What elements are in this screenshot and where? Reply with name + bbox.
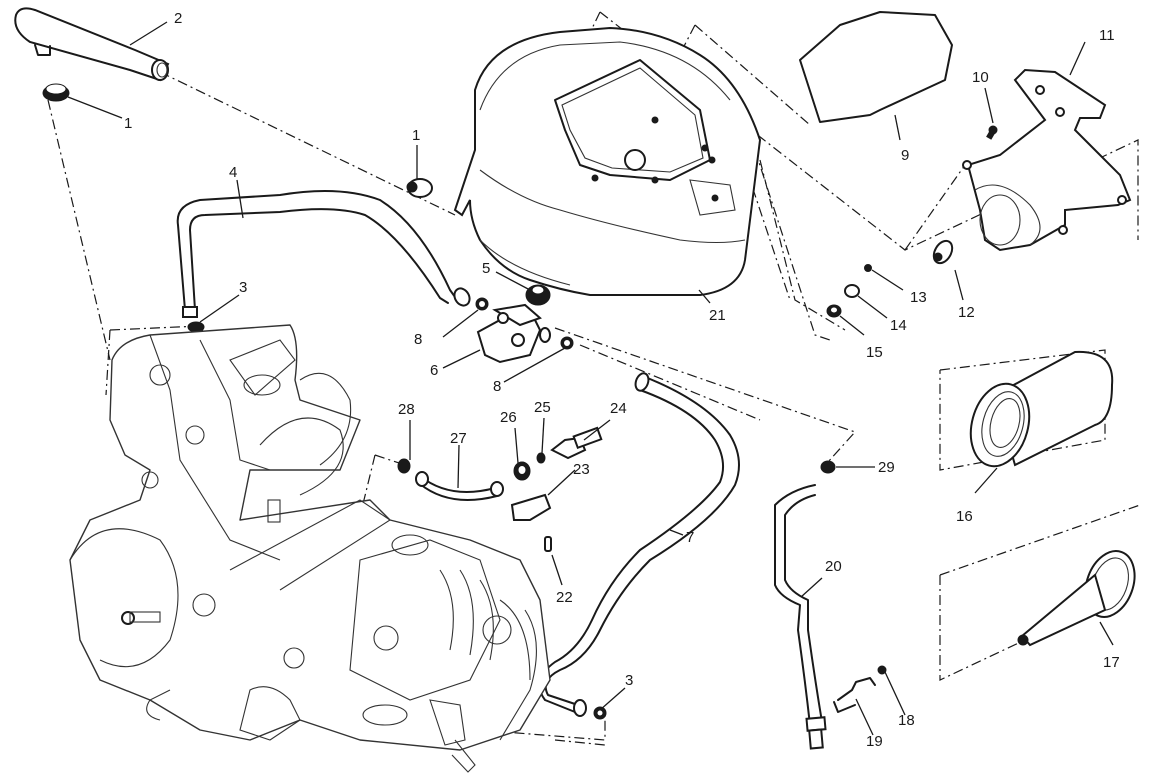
part-1-hose-clamp: [42, 83, 70, 102]
callout-11: 11: [1099, 27, 1115, 44]
callout-23: 23: [573, 461, 590, 478]
callout-3-lower: 3: [625, 672, 633, 689]
part-17-intake-funnel: [1017, 550, 1136, 647]
callout-22: 22: [556, 589, 573, 606]
callout-18: 18: [898, 712, 915, 729]
part-7-hose: [538, 372, 740, 717]
part-2-breather-pipe: [14, 7, 170, 82]
callout-3-upper: 3: [239, 279, 247, 296]
part-4-hose: [176, 190, 471, 318]
part-14-washer: [844, 284, 860, 298]
part-23-bracket: [510, 493, 552, 521]
engine-block: [69, 324, 551, 773]
callout-2: 2: [174, 10, 182, 27]
callout-1-top-left: 1: [124, 115, 132, 132]
callout-1-middle: 1: [412, 127, 420, 144]
callout-labels: 1 1 2 3 3 4 5 6 7 8 8 9 10 11 12 13 14 1…: [124, 10, 1120, 750]
callout-12: 12: [958, 304, 975, 321]
callout-13: 13: [910, 289, 927, 306]
part-13-screw: [864, 264, 872, 272]
leader-lines: [67, 21, 1114, 736]
part-8-clip-left: [475, 297, 489, 311]
callout-24: 24: [610, 400, 627, 417]
part-26-washer: [513, 461, 531, 481]
callout-7: 7: [686, 529, 694, 546]
callout-8-upper: 8: [414, 331, 422, 348]
callout-17: 17: [1103, 654, 1120, 671]
callout-19: 19: [866, 733, 883, 750]
part-3-clip-lower: [593, 706, 607, 720]
part-3-clip-upper: [187, 321, 205, 333]
part-6-valve-body: [476, 303, 551, 364]
part-5-grommet: [525, 284, 551, 306]
callout-28: 28: [398, 401, 415, 418]
callout-5: 5: [482, 260, 490, 277]
part-20-drain-hose: [774, 484, 827, 750]
part-12-ring: [932, 239, 954, 265]
part-22-screw: [544, 536, 552, 552]
part-8-clip-right: [560, 336, 574, 350]
callout-26: 26: [500, 409, 517, 426]
part-11-intake-duct: [962, 68, 1132, 252]
part-25-oring: [536, 452, 546, 464]
callout-14: 14: [890, 317, 907, 334]
part-27-pipe: [415, 471, 504, 501]
part-29-nut: [820, 460, 836, 474]
part-19-bracket: [833, 677, 876, 713]
part-10-screw: [986, 125, 998, 140]
callout-10: 10: [972, 69, 989, 86]
callout-20: 20: [825, 558, 842, 575]
part-16-air-filter: [969, 350, 1114, 468]
callout-29: 29: [878, 459, 895, 476]
part-1-hose-clamp-middle: [406, 178, 433, 198]
callout-6: 6: [430, 362, 438, 379]
callout-16: 16: [956, 508, 973, 525]
callout-4: 4: [229, 164, 237, 181]
part-9-gasket: [799, 11, 953, 123]
part-28-washer: [397, 458, 411, 474]
part-15-nut: [826, 304, 842, 318]
callout-27: 27: [450, 430, 467, 447]
part-21-airbox: [453, 26, 762, 296]
callout-15: 15: [866, 344, 883, 361]
part-18-screw: [877, 665, 887, 675]
callout-8-lower: 8: [493, 378, 501, 395]
callout-25: 25: [534, 399, 551, 416]
callout-9: 9: [901, 147, 909, 164]
callout-21: 21: [709, 307, 726, 324]
